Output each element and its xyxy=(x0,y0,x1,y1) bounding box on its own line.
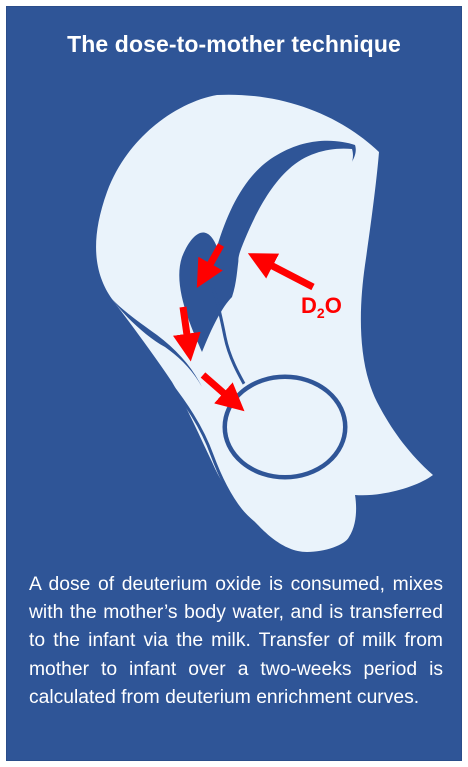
mother-silhouette xyxy=(96,95,433,552)
mother-infant-illustration: D2O xyxy=(7,7,463,567)
infographic-panel: The dose-to-mother technique D2O A dose … xyxy=(6,6,462,761)
infant-head-inner xyxy=(227,379,343,475)
caption-text: A dose of deuterium oxide is consumed, m… xyxy=(29,571,443,712)
